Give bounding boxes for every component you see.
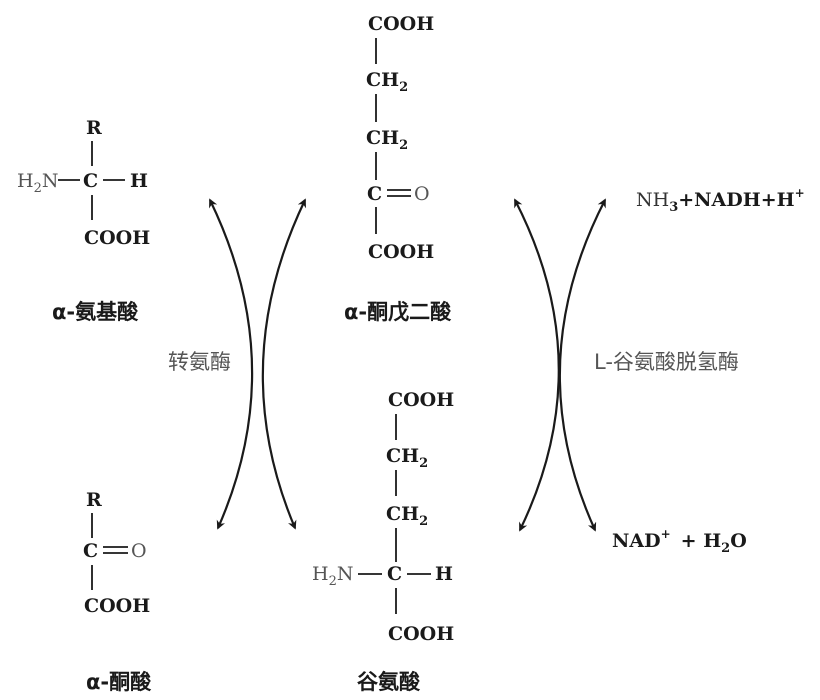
arrow-nadh-to-nad bbox=[558, 198, 606, 532]
amino-acid-structure: R H2N C H COOH α-氨基酸 bbox=[17, 117, 150, 324]
keto-acid-r-group: R bbox=[86, 489, 102, 511]
cofactor-nh3-nadh: NH3+NADH+H+ bbox=[636, 186, 805, 215]
glutamate-alpha-carbon: C bbox=[387, 563, 402, 585]
dehydrogenase-label: L-谷氨酸脱氢酶 bbox=[594, 350, 739, 374]
akg-carboxyl-bottom: COOH bbox=[368, 241, 434, 263]
arrow-akg-to-glutamate-reductive bbox=[514, 198, 560, 532]
glutamate-structure: COOH CH2 CH2 H2N C H COOH 谷氨酸 bbox=[312, 389, 454, 694]
dehydrogenase-arrows: L-谷氨酸脱氢酶 bbox=[514, 198, 739, 532]
amino-acid-amino-h: H2N bbox=[17, 170, 58, 196]
arrow-amino-acid-to-keto-acid bbox=[209, 198, 254, 530]
amino-acid-label: α-氨基酸 bbox=[52, 300, 139, 324]
akg-label: α-酮戊二酸 bbox=[344, 300, 452, 324]
glutamate-hydrogen: H bbox=[435, 563, 453, 585]
glutamate-amino-group: H2N bbox=[312, 563, 353, 589]
glutamate-carboxyl-top: COOH bbox=[388, 389, 454, 411]
akg-methylene-2: CH2 bbox=[366, 127, 408, 153]
amino-acid-alpha-carbon: C bbox=[83, 170, 98, 192]
keto-acid-label: α-酮酸 bbox=[86, 670, 152, 694]
glutamate-label: 谷氨酸 bbox=[357, 670, 421, 694]
keto-acid-oxygen: O bbox=[131, 540, 147, 562]
glutamate-carboxyl-bottom: COOH bbox=[388, 623, 454, 645]
transaminase-arrows: 转氨酶 bbox=[168, 198, 306, 530]
arrow-akg-to-glutamate bbox=[261, 198, 306, 530]
keto-acid-structure: R C O COOH α-酮酸 bbox=[83, 489, 152, 694]
amino-acid-carboxyl: COOH bbox=[84, 227, 150, 249]
keto-acid-keto-carbon: C bbox=[83, 540, 98, 562]
amino-acid-r-group: R bbox=[86, 117, 102, 139]
akg-keto-carbon: C bbox=[367, 183, 382, 205]
transaminase-label: 转氨酶 bbox=[168, 350, 231, 374]
akg-methylene-1: CH2 bbox=[366, 69, 408, 95]
amino-acid-hydrogen: H bbox=[130, 170, 148, 192]
keto-acid-carboxyl: COOH bbox=[84, 595, 150, 617]
alpha-ketoglutarate-structure: COOH CH2 CH2 C O COOH α-酮戊二酸 bbox=[344, 13, 452, 324]
glutamate-methylene-1: CH2 bbox=[386, 445, 428, 471]
glutamate-methylene-2: CH2 bbox=[386, 503, 428, 529]
akg-keto-oxygen: O bbox=[414, 183, 430, 205]
akg-carboxyl-top: COOH bbox=[368, 13, 434, 35]
cofactor-nad-water: NAD++ H2O bbox=[612, 527, 747, 556]
